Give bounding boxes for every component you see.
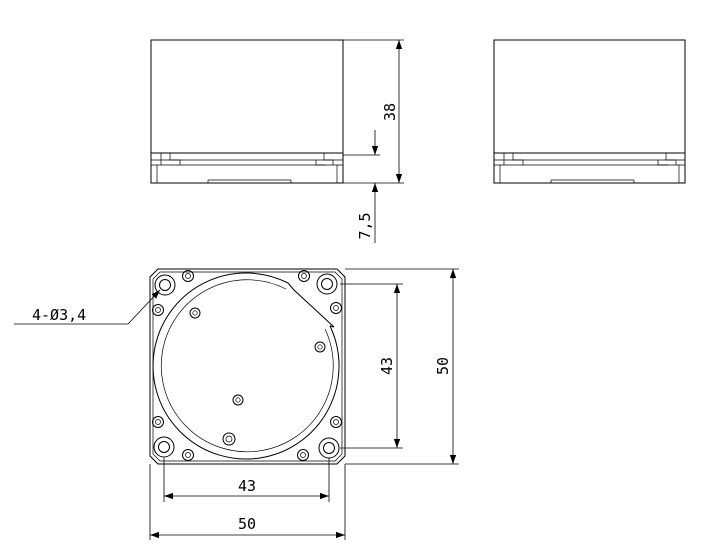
dim-43-vertical-label: 43: [378, 357, 396, 375]
dim-hole-spacing-vertical: 43: [340, 283, 403, 449]
dim-body-horizontal: 50: [149, 464, 346, 540]
dim-body-vertical: 50: [345, 268, 459, 465]
front-view: [150, 39, 344, 184]
dim-38-label: 38: [381, 103, 399, 121]
side-view: [493, 39, 686, 184]
mounting-hole-tr: [316, 273, 338, 295]
dim-43-horizontal-label: 43: [238, 477, 256, 495]
hole-callout: 4-Ø3,4: [14, 289, 161, 325]
dim-7-5-label: 7,5: [356, 212, 374, 239]
top-view: [149, 268, 346, 465]
mounting-hole-br: [318, 437, 340, 459]
dim-height-38: 38: [343, 39, 404, 184]
dim-50-vertical-label: 50: [434, 357, 452, 375]
hole-callout-label: 4-Ø3,4: [32, 306, 86, 324]
small-screws: [152, 270, 342, 461]
mounting-hole-bl: [153, 436, 175, 458]
dim-hole-spacing-horizontal: 43: [163, 458, 330, 502]
dim-50-horizontal-label: 50: [238, 515, 256, 533]
mounting-hole-tl: [154, 274, 176, 296]
dim-base-7-5: 7,5: [343, 130, 380, 243]
